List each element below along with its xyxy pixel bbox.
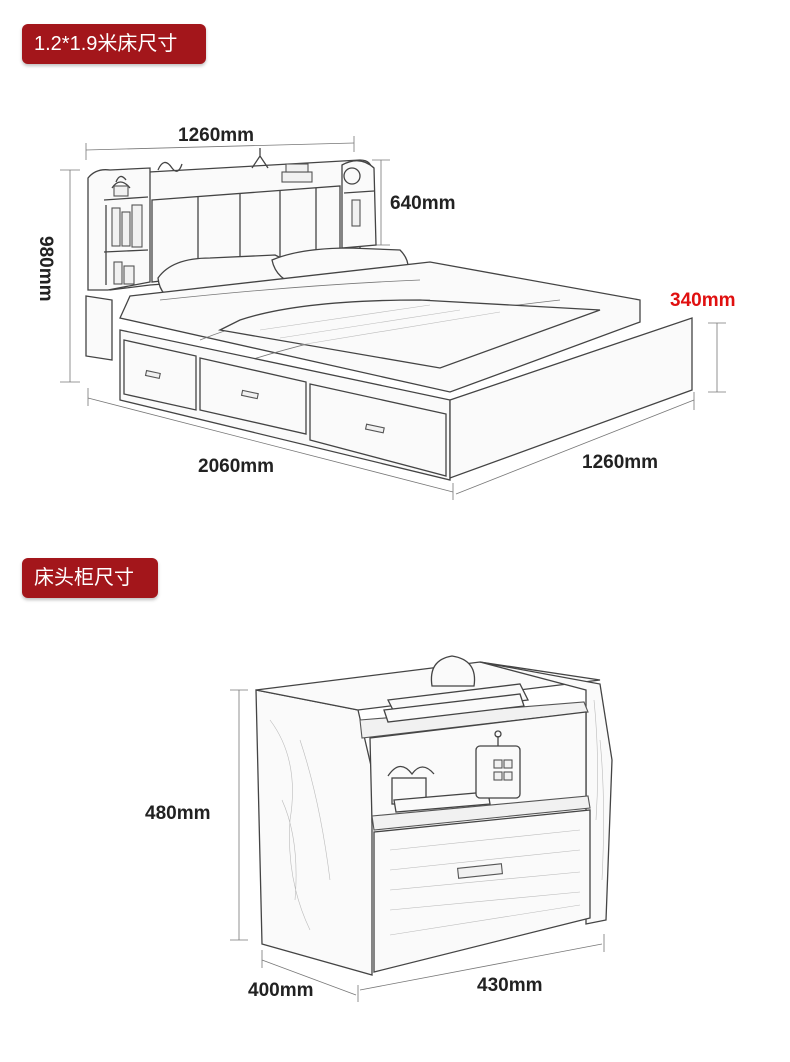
bed-size-title-badge: 1.2*1.9米床尺寸 — [22, 24, 206, 64]
bed-length-label: 2060mm — [198, 456, 275, 477]
bed-width-top-label: 1260mm — [178, 125, 255, 146]
nightstand-height-label: 480mm — [145, 803, 211, 824]
nightstand-size-title-badge: 床头柜尺寸 — [22, 558, 158, 598]
nightstand-width-label: 430mm — [477, 975, 543, 996]
bed-total-height-label: 980mm — [35, 236, 56, 302]
nightstand-illustration — [230, 655, 613, 1002]
headboard-shelf-height-label: 640mm — [390, 193, 456, 214]
bed-width-bottom-label: 1260mm — [582, 452, 659, 473]
bed-side-height-label: 340mm — [670, 290, 736, 311]
bed-illustration — [60, 136, 726, 500]
nightstand-depth-label: 400mm — [248, 980, 314, 1001]
